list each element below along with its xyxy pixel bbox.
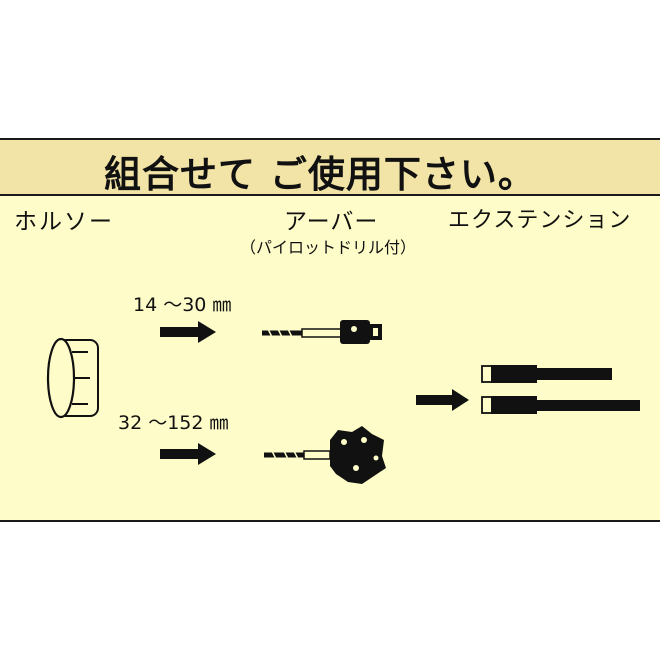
holesaw-illustration [46, 337, 99, 419]
page-title: 組合せて ご使用下さい。 [104, 153, 536, 196]
extension-label: エクステンション [448, 208, 632, 233]
arbor-note-label: （パイロットドリル付） [240, 238, 417, 257]
arrow-icon [160, 443, 216, 465]
arbor-label: アーバー [284, 209, 379, 235]
assembly-diagram [46, 320, 640, 484]
holesaw-label: ホルソー [14, 209, 114, 235]
arrow-icon [416, 389, 469, 411]
size-range-small: 14 〜30 ㎜ [133, 294, 232, 316]
small-arbor-illustration [262, 320, 382, 344]
extension-illustration-bottom [481, 396, 640, 414]
large-arbor-illustration [264, 426, 386, 484]
title-banner: 組合せて ご使用下さい。 [0, 140, 660, 196]
size-range-large: 32 〜152 ㎜ [118, 412, 229, 434]
arrow-icon [160, 321, 216, 343]
instruction-panel: 組合せて ご使用下さい。 ホルソー アーバー （パイロットドリル付） エクステン… [0, 138, 660, 522]
extension-illustration-top [481, 365, 612, 383]
